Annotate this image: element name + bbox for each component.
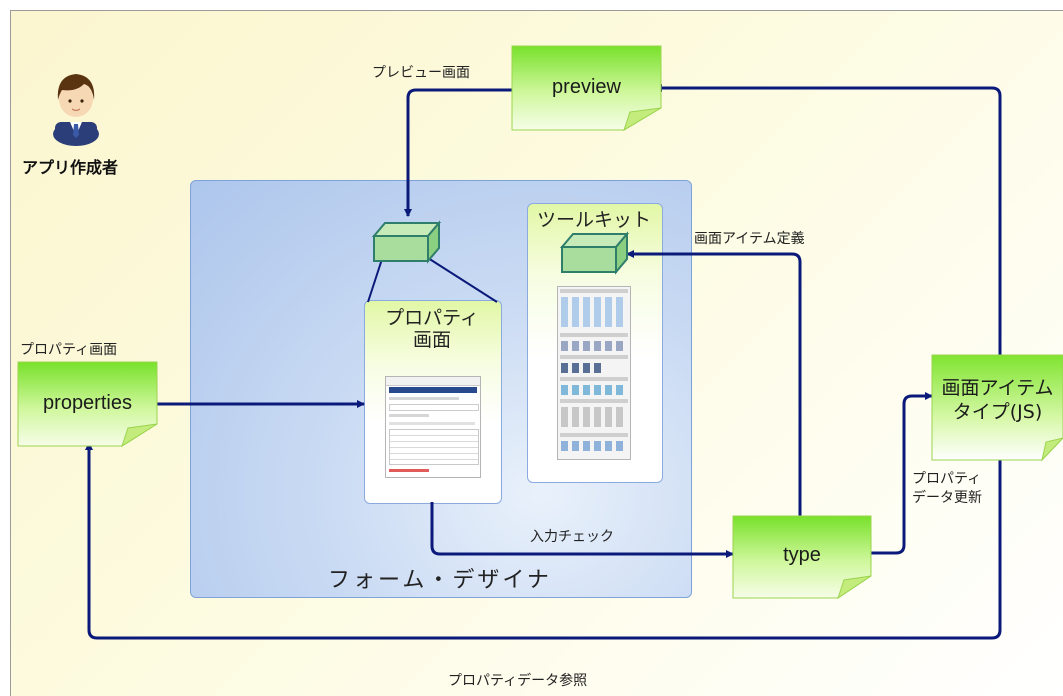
item-type-note — [931, 354, 1063, 462]
label-input-check: 入力チェック — [530, 529, 614, 545]
arrow-itemtype-to-properties — [85, 442, 1002, 640]
arrow-type-to-itemtype — [871, 392, 933, 555]
label-preview-screen: プレビュー画面 — [372, 65, 470, 81]
property-cube-icon — [371, 220, 442, 264]
cube-link-left — [367, 255, 384, 303]
toolkit-cube-icon — [559, 231, 630, 275]
property-panel-title-2: 画面 — [412, 329, 451, 351]
label-property-update-2: データ更新 — [912, 490, 982, 506]
properties-note-text: properties — [43, 392, 132, 414]
label-property-update-1: プロパティ — [912, 471, 982, 487]
property-panel-title-1: プロパティ — [385, 307, 479, 329]
properties-note — [17, 361, 158, 448]
toolkit-title: ツールキット — [536, 209, 651, 231]
type-note — [732, 515, 872, 600]
label-item-definition: 画面アイテム定義 — [694, 231, 805, 247]
property-dialog-thumbnail — [385, 376, 481, 478]
label-property-screen: プロパティ画面 — [20, 342, 118, 358]
arrow-preview-to-cube — [404, 88, 516, 217]
preview-note — [511, 45, 662, 132]
arrow-panel-to-type — [430, 502, 734, 558]
toolkit-thumbnail — [557, 286, 631, 460]
person-icon — [53, 74, 99, 146]
author-label: アプリ作成者 — [22, 158, 119, 177]
item-type-note-text-2: タイプ(JS) — [952, 401, 1043, 423]
type-note-text: type — [783, 544, 821, 566]
label-property-reference: プロパティデータ参照 — [448, 673, 588, 689]
form-designer-title: フォーム・デザイナ — [328, 568, 552, 593]
cube-link-right — [427, 257, 498, 303]
preview-note-text: preview — [552, 76, 621, 98]
item-type-note-text-1: 画面アイテム — [941, 377, 1054, 399]
arrow-type-to-toolkit — [626, 250, 802, 516]
arrow-itemtype-to-preview — [654, 84, 1002, 355]
